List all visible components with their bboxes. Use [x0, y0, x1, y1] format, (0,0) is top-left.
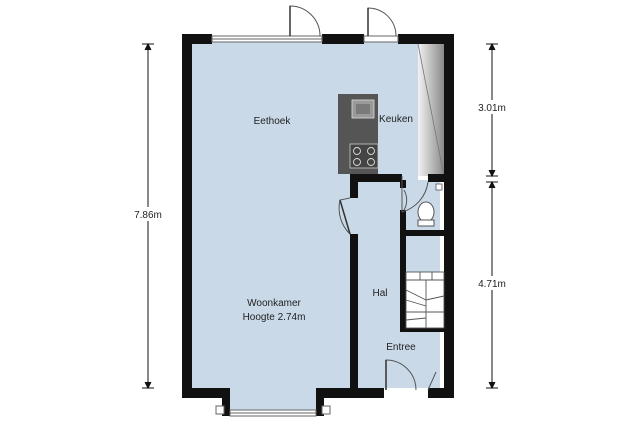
- entrance-door: [385, 359, 417, 391]
- toilet-icon: [417, 183, 443, 227]
- doors: [289, 5, 437, 391]
- kitchen-counter: [338, 94, 379, 174]
- room-label-hal: Hal: [372, 288, 387, 299]
- top-windows: [211, 35, 399, 43]
- floor-areas: [190, 42, 440, 410]
- dimension-label-right-upper: 3.01m: [478, 103, 506, 114]
- garden-door-right: [367, 7, 397, 37]
- garden-door-left: [289, 5, 321, 37]
- room-label-woonkamer-height: Hoogte 2.74m: [243, 312, 306, 323]
- floor-bay: [228, 388, 318, 410]
- stove-icon: [349, 143, 379, 169]
- room-label-entree: Entree: [386, 342, 416, 353]
- room-label-eethoek: Eethoek: [254, 116, 292, 127]
- room-label-woonkamer: Woonkamer: [247, 298, 301, 309]
- bay-window: [215, 405, 331, 417]
- dimension-label-right-lower: 4.71m: [478, 279, 506, 290]
- walls: [182, 34, 454, 416]
- room-label-keuken: Keuken: [379, 114, 413, 125]
- staircase-icon: [405, 271, 445, 329]
- dimension-label-total-depth: 7.86m: [134, 210, 162, 221]
- toilet-door: [403, 189, 408, 211]
- cabinet-strip: [417, 43, 445, 177]
